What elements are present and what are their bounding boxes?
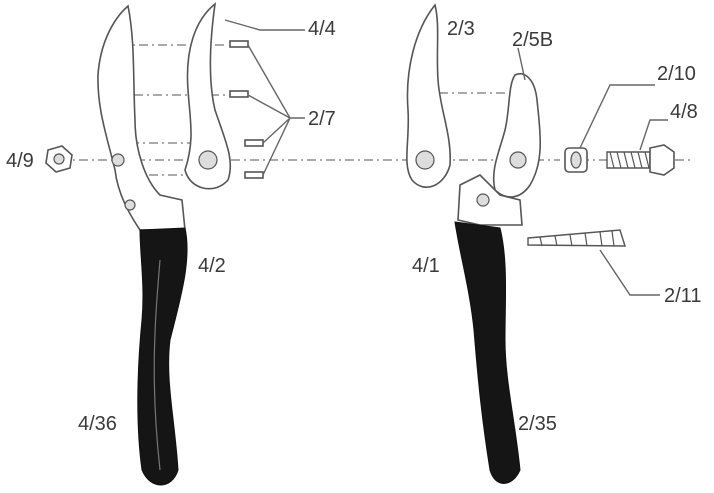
part-2-11-spring bbox=[527, 229, 626, 247]
leader-line bbox=[579, 84, 655, 149]
handle-2-35 bbox=[454, 221, 521, 484]
leader-line bbox=[247, 44, 305, 176]
part-2-3-blade bbox=[406, 3, 452, 188]
label-4-4: 4/4 bbox=[308, 18, 336, 40]
part-4-2-lower-jaw bbox=[97, 4, 186, 231]
handle-4-36 bbox=[137, 227, 188, 486]
leader-line bbox=[517, 47, 526, 81]
part-4-8-bolt bbox=[606, 144, 675, 176]
label-4-36: 4/36 bbox=[78, 413, 117, 435]
label-4-2: 4/2 bbox=[198, 255, 226, 277]
label-2-5B: 2/5B bbox=[512, 29, 553, 51]
label-4-1: 4/1 bbox=[412, 255, 440, 277]
part-2-5B-upper-body bbox=[492, 73, 542, 198]
leader-line bbox=[224, 19, 305, 31]
label-4-9: 4/9 bbox=[6, 150, 34, 172]
label-2-11: 2/11 bbox=[664, 285, 701, 307]
label-4-8: 4/8 bbox=[670, 101, 698, 123]
label-2-10: 2/10 bbox=[657, 63, 696, 85]
part-4-4-plate bbox=[184, 2, 232, 190]
leader-line bbox=[599, 249, 660, 296]
label-2-7: 2/7 bbox=[308, 108, 336, 130]
label-2-3: 2/3 bbox=[447, 18, 475, 40]
part-4-9-nut bbox=[45, 145, 73, 173]
leader-line bbox=[639, 119, 668, 151]
label-2-35: 2/35 bbox=[518, 413, 557, 435]
part-2-10-washer bbox=[564, 147, 588, 173]
